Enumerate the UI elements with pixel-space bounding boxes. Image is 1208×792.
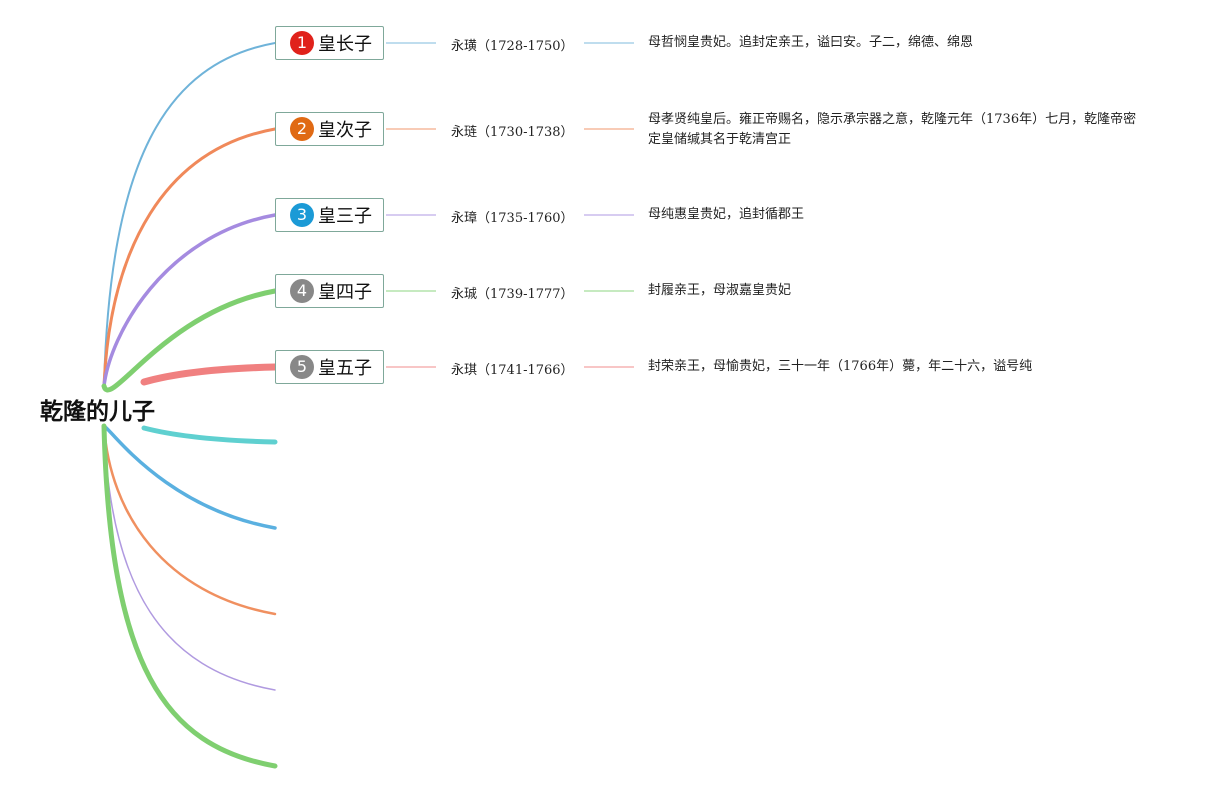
number-badge-icon: 4 (290, 279, 314, 303)
empty-branch-connector-5 (101, 423, 278, 769)
son-name-text[interactable]: 永璜（1728-1750） (451, 39, 574, 54)
branch-connector-2 (102, 127, 277, 388)
son-name-text[interactable]: 永琪（1741-1766） (451, 363, 574, 378)
number-badge-icon: 3 (290, 203, 314, 227)
empty-branch-connector-2 (102, 424, 277, 530)
son-name-text[interactable]: 永琏（1730-1738） (451, 125, 574, 140)
son-node-label: 皇长子 (318, 34, 372, 55)
son-desc-text[interactable]: 母孝贤纯皇后。雍正帝赐名，隐示承宗器之意，乾隆元年（1736年）七月，乾隆帝密定… (648, 112, 1137, 147)
empty-branch-connector-3 (102, 424, 277, 616)
branch-connector-1 (103, 42, 276, 387)
son-node-label: 皇四子 (318, 282, 372, 303)
number-badge-icon: 1 (290, 31, 314, 55)
son-name-text[interactable]: 永璋（1735-1760） (451, 211, 574, 226)
son-node-label: 皇三子 (318, 206, 372, 227)
son-node-label: 皇五子 (318, 358, 372, 379)
empty-branch-connector-4 (103, 425, 276, 691)
son-desc-text[interactable]: 母哲悯皇贵妃。追封定亲王，谥曰安。子二，绵德、绵恩 (648, 35, 974, 50)
son-name-text[interactable]: 永珹（1739-1777） (451, 287, 574, 302)
son-desc-text[interactable]: 母纯惠皇贵妃，追封循郡王 (648, 207, 805, 222)
son-node-label: 皇次子 (318, 120, 372, 141)
son-desc-text[interactable]: 封荣亲王，母愉贵妃，三十一年（1766年）薨，年二十六，谥号纯 (648, 359, 1033, 374)
branch-connector-4 (101, 288, 278, 393)
branch-connector-3 (102, 213, 277, 388)
root-topic[interactable]: 乾隆的儿子 (40, 399, 155, 425)
number-badge-icon: 2 (290, 117, 314, 141)
branch-connector-5 (140, 363, 279, 386)
son-desc-text[interactable]: 封履亲王，母淑嘉皇贵妃 (648, 283, 792, 298)
empty-branch-connector-1 (141, 425, 278, 445)
number-badge-icon: 5 (290, 355, 314, 379)
